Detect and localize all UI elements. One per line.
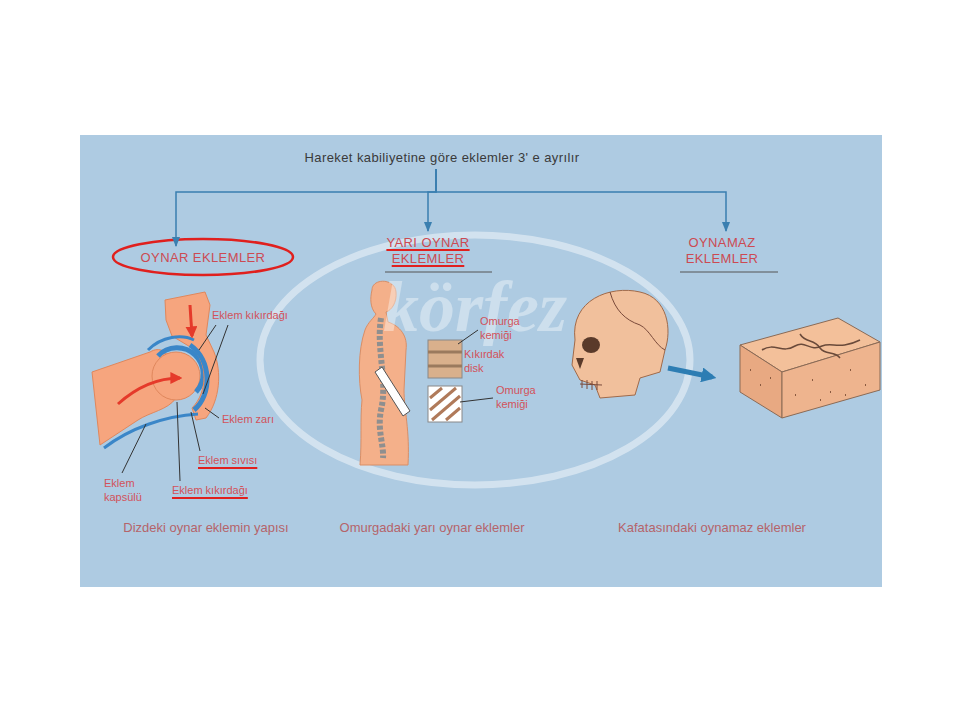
category-heading: OYNAMAZ EKLEMLER xyxy=(672,233,772,269)
underline xyxy=(680,272,778,273)
category-heading: YARI OYNAR EKLEMLER xyxy=(373,233,483,269)
socket-cartilage xyxy=(190,345,207,410)
pelvis xyxy=(165,292,219,420)
inset-band xyxy=(428,365,462,368)
caption-text: Omurgadaki yarı oynar eklemler xyxy=(340,521,525,535)
pointer xyxy=(375,367,410,416)
inset xyxy=(428,386,462,422)
part-label: Kıkırdak disk xyxy=(464,347,516,375)
branch-arrow xyxy=(428,169,436,231)
skull xyxy=(572,290,668,398)
capsule xyxy=(148,337,194,350)
red-circle xyxy=(113,239,293,275)
caption-text: Kafatasındaki oynamaz eklemler xyxy=(618,521,806,535)
caption-text: Dizdeki oynar eklemin yapısı xyxy=(123,521,288,535)
part-label: Eklem sıvısı xyxy=(198,453,257,467)
inset xyxy=(428,340,462,378)
node-text: YARI OYNAR EKLEMLER xyxy=(375,235,481,267)
node-text: OYNAMAZ EKLEMLER xyxy=(674,235,770,267)
title-text: Hareket kabiliyetine göre eklemler 3' e … xyxy=(303,148,582,168)
part-label: Omurga kemiği xyxy=(480,314,532,342)
part-label: Eklem zarı xyxy=(222,412,274,426)
suture xyxy=(800,334,840,358)
node-text: Hareket kabiliyetine göre eklemler 3' e … xyxy=(305,150,580,166)
node-text: OYNAR EKLEMLER xyxy=(141,250,266,266)
part-label: Eklem kapsülü xyxy=(104,476,156,504)
suture xyxy=(610,292,665,350)
capsule xyxy=(104,414,198,448)
part-label: Eklem kıkırdağı xyxy=(212,308,288,322)
inset-band xyxy=(428,351,462,354)
watermark-oval xyxy=(260,235,690,485)
branch-arrow xyxy=(436,169,726,231)
part-label: Eklem kıkırdağı xyxy=(172,483,248,497)
leader-line xyxy=(205,408,219,418)
leader-line xyxy=(199,325,216,350)
branch-arrow xyxy=(176,169,436,246)
red-arrow xyxy=(118,378,180,404)
leader-line xyxy=(460,398,493,402)
leader-line xyxy=(177,402,180,481)
spine xyxy=(380,318,384,458)
leader-line xyxy=(191,412,200,451)
panel xyxy=(80,135,882,587)
bone-front xyxy=(740,345,782,418)
watermark: körfez xyxy=(383,268,567,347)
leader-line xyxy=(203,325,228,394)
teeth xyxy=(580,380,602,390)
category-heading: OYNAR EKLEMLER xyxy=(139,248,268,268)
nasal xyxy=(576,358,584,369)
red-arrow xyxy=(190,305,192,336)
inset-hatch xyxy=(430,388,460,420)
eye-socket xyxy=(582,337,600,353)
femur-head xyxy=(152,352,200,400)
underline xyxy=(385,272,492,273)
leader-line xyxy=(458,330,478,344)
part-label: Omurga kemiği xyxy=(496,383,548,411)
cartilage xyxy=(158,348,203,392)
bone-pores xyxy=(750,370,866,400)
blue-arrow xyxy=(668,368,712,377)
leader-line xyxy=(122,424,146,473)
